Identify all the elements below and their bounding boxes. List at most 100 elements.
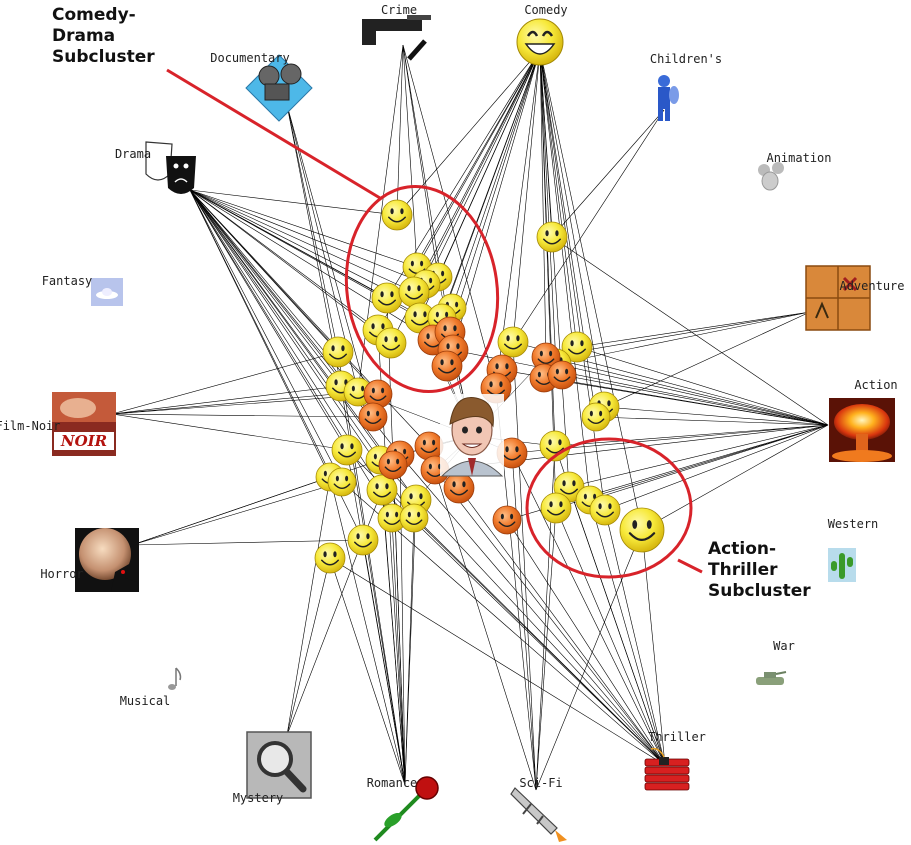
- tank-icon[interactable]: [756, 671, 787, 685]
- edge-line: [286, 557, 331, 736]
- noir-poster-icon[interactable]: NOIR: [52, 392, 116, 456]
- edge-line: [111, 413, 374, 418]
- edge-line: [554, 424, 829, 447]
- movie-node-orange[interactable]: [378, 450, 408, 480]
- movie-node-yellow[interactable]: [539, 430, 571, 462]
- movie-node-yellow[interactable]: [377, 503, 407, 533]
- edge-line: [641, 424, 829, 531]
- genre-label-war: War: [773, 639, 795, 653]
- user-portrait-icon[interactable]: [440, 394, 504, 477]
- edge-line: [539, 49, 606, 511]
- edge-line: [189, 189, 418, 268]
- movie-node-yellow[interactable]: [398, 276, 430, 308]
- edge-line: [329, 476, 406, 786]
- edge-line: [402, 44, 497, 389]
- action-thriller-pointer: [677, 558, 703, 574]
- genre-label-childrens: Children's: [650, 52, 722, 66]
- movie-node-orange[interactable]: [431, 350, 463, 382]
- edge-line: [604, 424, 829, 511]
- movie-node-yellow[interactable]: [327, 467, 357, 497]
- movie-node-orange[interactable]: [547, 360, 577, 390]
- genre-label-mystery: Mystery: [233, 791, 284, 805]
- edge-line: [539, 49, 605, 408]
- pistol-icon[interactable]: [362, 15, 431, 61]
- genre-label-scifi: Sci-Fi: [519, 776, 562, 790]
- child-figure-icon[interactable]: [658, 75, 679, 121]
- edge-line: [111, 391, 359, 415]
- theater-masks-icon[interactable]: [145, 141, 196, 194]
- genre-label-animation: Animation: [766, 151, 831, 165]
- genre-label-action: Action: [854, 378, 897, 392]
- music-note-icon[interactable]: [168, 667, 182, 690]
- genre-label-horror: Horror: [40, 567, 83, 581]
- edge-line: [539, 49, 643, 531]
- genre-label-crime: Crime: [381, 3, 417, 17]
- comedy-drama-cluster-highlight: [344, 184, 500, 394]
- movie-node-yellow[interactable]: [589, 494, 621, 526]
- genre-label-film_noir: Film-Noir: [0, 419, 61, 433]
- movie-node-yellow[interactable]: [536, 221, 568, 253]
- cactus-icon[interactable]: [828, 548, 856, 582]
- edge-line: [189, 189, 343, 483]
- rocket-icon[interactable]: [510, 787, 567, 842]
- edge-line: [545, 356, 829, 426]
- werewolf-icon[interactable]: [75, 528, 139, 592]
- film-camera-icon[interactable]: [245, 54, 313, 122]
- movie-node-yellow[interactable]: [581, 402, 611, 432]
- edge-line: [189, 189, 342, 387]
- edge-line: [512, 49, 541, 343]
- dynamite-icon[interactable]: [644, 747, 690, 791]
- smiley-face-icon[interactable]: [516, 18, 564, 66]
- genre-label-western: Western: [828, 517, 879, 531]
- edge-line: [551, 109, 665, 238]
- edge-line: [539, 49, 591, 501]
- edge-line: [551, 236, 829, 426]
- movie-node-yellow[interactable]: [371, 282, 403, 314]
- genre-icon-layer: NOIR: [52, 15, 895, 842]
- explosion-icon[interactable]: [829, 398, 895, 462]
- movie-node-yellow[interactable]: [347, 524, 379, 556]
- edge-line: [539, 49, 557, 365]
- edge-line: [399, 454, 666, 766]
- edge-line: [451, 49, 541, 309]
- edge-line: [189, 189, 451, 333]
- movie-node-yellow[interactable]: [619, 507, 665, 553]
- movie-node-yellow[interactable]: [322, 336, 354, 368]
- edge-line: [189, 189, 398, 216]
- edge-line: [589, 499, 666, 766]
- treasure-map-icon[interactable]: [805, 265, 871, 331]
- movie-node-orange[interactable]: [492, 505, 522, 535]
- movie-node-yellow[interactable]: [375, 327, 407, 359]
- node-layer: [314, 199, 665, 574]
- edge-line: [189, 189, 381, 461]
- rose-icon[interactable]: [373, 776, 439, 842]
- edge-line: [568, 424, 829, 488]
- cartoon-mouse-icon[interactable]: [758, 162, 784, 191]
- movie-node-yellow[interactable]: [561, 331, 593, 363]
- edge-line: [539, 49, 570, 488]
- movie-node-orange[interactable]: [414, 431, 444, 461]
- magnifying-glass-icon[interactable]: [246, 731, 312, 799]
- action-thriller-cluster-highlight: [525, 437, 693, 579]
- movie-node-orange[interactable]: [496, 437, 528, 469]
- edge-line: [404, 517, 415, 786]
- movie-node-yellow[interactable]: [381, 199, 413, 231]
- edge-line: [539, 49, 547, 358]
- edge-layer: [111, 44, 829, 791]
- edge-line: [506, 519, 666, 766]
- movie-node-yellow[interactable]: [314, 542, 346, 574]
- movie-node-yellow[interactable]: [497, 326, 529, 358]
- movie-node-yellow[interactable]: [540, 492, 572, 524]
- edge-line: [402, 44, 439, 278]
- ufo-icon[interactable]: [91, 278, 123, 306]
- movie-node-yellow[interactable]: [331, 434, 363, 466]
- movie-node-yellow[interactable]: [366, 474, 398, 506]
- edge-line: [535, 507, 557, 791]
- movie-node-orange[interactable]: [358, 402, 388, 432]
- movie-node-yellow[interactable]: [399, 503, 429, 533]
- movie-node-orange[interactable]: [443, 472, 475, 504]
- edge-line: [381, 489, 666, 766]
- edge-line: [189, 189, 393, 519]
